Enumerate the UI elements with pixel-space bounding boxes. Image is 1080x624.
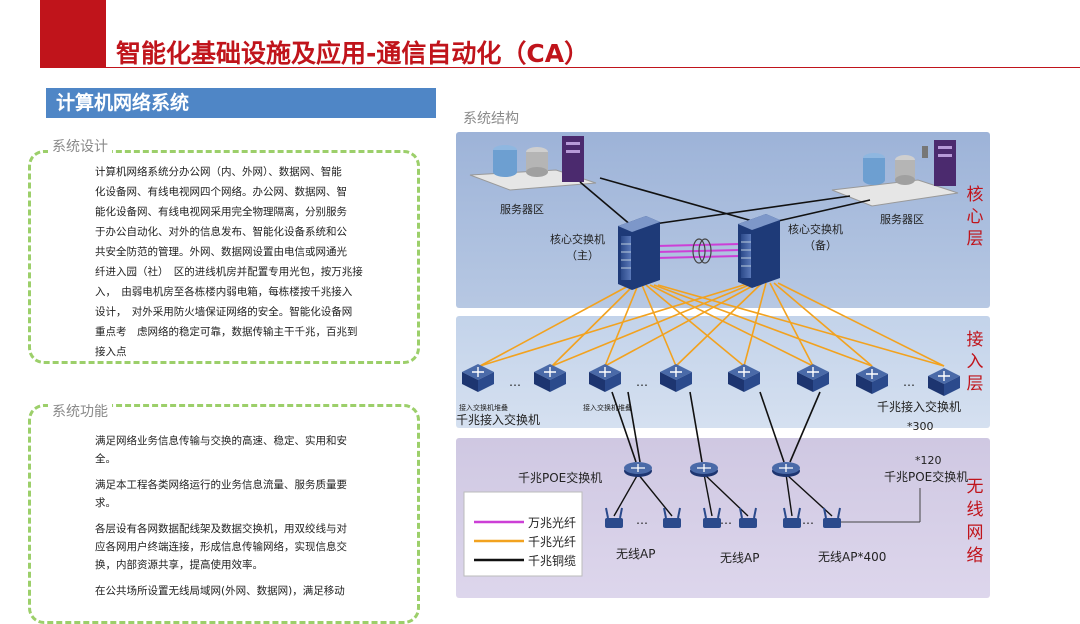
- access-switch-icon: [928, 368, 960, 396]
- ap-ellipsis-1: …: [636, 513, 648, 527]
- wireless-layer-label: 无线网络: [967, 477, 984, 566]
- network-structure-diagram: 核心层 接入层 无线网络 服务器区 服务器区: [456, 132, 990, 598]
- wireless-ap-icon: [823, 507, 841, 528]
- design-label: 系统设计: [48, 136, 112, 156]
- server-area-left-label: 服务器区: [500, 203, 544, 216]
- function-line: 各层设有各网数据配线架及数据交换机，用双绞线与对: [95, 523, 347, 535]
- access-ellipsis-1: …: [509, 375, 521, 389]
- access-switch-group: [462, 364, 960, 396]
- access-switch-icon: [589, 364, 621, 392]
- core-layer-panel: [456, 132, 990, 308]
- legend-label: 千兆光纤: [528, 535, 576, 549]
- ap-ellipsis-2: …: [720, 513, 732, 527]
- access-switch-icon: [462, 364, 494, 392]
- function-line: 换，内部资源共享，提高使用效率。: [95, 559, 263, 571]
- core-switch-backup-icon: [738, 214, 780, 288]
- core-interlink-10g: [655, 243, 741, 259]
- ap-label-3: 无线AP*400: [818, 550, 886, 564]
- poe-label-left: 千兆POE交换机: [518, 470, 602, 485]
- function-line: 求。: [95, 497, 116, 509]
- function-item: 各层设有各网数据配线架及数据交换机，用双绞线与对应各网用户终端连接，形成信息传输…: [95, 520, 395, 574]
- access-switch-label-left: 千兆接入交换机: [456, 412, 540, 427]
- core-backup-label: 核心交换机（备）: [788, 222, 843, 252]
- function-item: 满足本工程各类网络运行的业务信息流量、服务质量要求。: [95, 476, 395, 512]
- core-switch-main-icon: [618, 216, 660, 290]
- wireless-ap-icon: [605, 507, 623, 528]
- wireless-ap-icon: [703, 507, 721, 528]
- design-line: 能化设备网、有线电视网采用完全物理隔离，分别服务: [95, 206, 347, 218]
- access-stack-label-left: 接入交换机堆叠: [459, 403, 508, 412]
- wireless-ap-icon: [739, 507, 757, 528]
- poe-count: *120: [915, 454, 942, 467]
- function-item: 满足网络业务信息传输与交换的高速、稳定、实用和安全。: [95, 432, 395, 468]
- page-title: 智能化基础设施及应用-通信自动化（CA）: [116, 39, 590, 68]
- access-switch-icon: [728, 364, 760, 392]
- function-label: 系统功能: [48, 401, 112, 421]
- poe-switch-icon: [690, 462, 718, 477]
- function-line: 在公共场所设置无线局域网(外网、数据网)，满足移动: [95, 585, 345, 597]
- core-main-label: 核心交换机（主）: [550, 232, 605, 262]
- access-ellipsis-3: …: [903, 375, 915, 389]
- access-switch-label-right: 千兆接入交换机: [877, 399, 961, 414]
- access-switch-icon: [856, 366, 888, 394]
- wireless-layer-panel: [456, 438, 990, 598]
- design-line: 纤进入园（社） 区的进线机房并配置专用光包，按万兆接: [95, 266, 363, 278]
- design-line: 化设备网、有线电视网四个网络。办公网、数据网、智: [95, 186, 347, 198]
- access-switch-icon: [534, 364, 566, 392]
- design-line: 计算机网络系统分办公网（内、外网）、数据网、智能: [95, 166, 342, 178]
- function-item: 在公共场所设置无线局域网(外网、数据网)，满足移动: [95, 582, 395, 600]
- server-area-right-icon: [831, 140, 959, 207]
- design-line: 设计， 对外采用防火墙保证网络的安全。智能化设备网: [95, 306, 353, 318]
- wireless-ap-icon: [783, 507, 801, 528]
- access-stack-label-mid: 接入交换机堆叠: [583, 403, 632, 412]
- design-line: 入， 由弱电机房至各栋楼内弱电箱，每栋楼按千兆接入: [95, 286, 353, 298]
- structure-label: 系统结构: [463, 111, 519, 127]
- function-line: 全。: [95, 453, 116, 465]
- wireless-ap-group: [605, 507, 841, 528]
- poe-switch-icon: [772, 462, 800, 477]
- design-line: 重点考 虑网络的稳定可靠，数据传输主干千兆，百兆到: [95, 326, 358, 338]
- legend-label: 万兆光纤: [528, 516, 576, 530]
- legend-label: 千兆铜缆: [528, 553, 576, 568]
- poe-switch-icon: [624, 462, 652, 477]
- design-line: 接入点: [95, 346, 127, 358]
- function-line: 满足本工程各类网络运行的业务信息流量、服务质量要: [95, 479, 347, 491]
- design-box: [28, 150, 420, 364]
- ap-ellipsis-3: …: [802, 513, 814, 527]
- access-switch-count: *300: [907, 420, 934, 433]
- poe-label-right: 千兆POE交换机: [884, 469, 968, 484]
- title-underline: [106, 67, 1080, 68]
- function-paragraph: 满足网络业务信息传输与交换的高速、稳定、实用和安全。满足本工程各类网络运行的业务…: [95, 432, 395, 608]
- ap-label-2: 无线AP: [720, 551, 759, 565]
- access-layer-panel: [456, 316, 990, 428]
- function-line: 满足网络业务信息传输与交换的高速、稳定、实用和安: [95, 435, 347, 447]
- access-switch-icon: [660, 364, 692, 392]
- server-area-left-icon: [469, 136, 597, 191]
- core-layer-label: 核心层: [967, 185, 984, 249]
- design-paragraph: 计算机网络系统分办公网（内、外网）、数据网、智能化设备网、有线电视网四个网络。办…: [95, 162, 395, 362]
- ap-label-1: 无线AP: [616, 547, 655, 561]
- title-accent-block: [40, 0, 106, 68]
- access-layer-label: 接入层: [967, 330, 984, 394]
- design-line: 共安全防范的管理。外网、数据网设置由电信或网通光: [95, 246, 347, 258]
- poe-switch-group: [624, 462, 800, 477]
- server-area-right-label: 服务器区: [880, 213, 924, 226]
- access-switch-icon: [797, 364, 829, 392]
- wireless-ap-icon: [663, 507, 681, 528]
- section-title-bar: 计算机网络系统: [46, 88, 436, 118]
- core-to-access-fiber-links: [479, 282, 945, 367]
- function-line: 应各网用户终端连接，形成信息传输网络，实现信息交: [95, 541, 347, 553]
- design-line: 于办公自动化、对外的信息发布、智能化设备系统和公: [95, 226, 347, 238]
- access-ellipsis-2: …: [636, 375, 648, 389]
